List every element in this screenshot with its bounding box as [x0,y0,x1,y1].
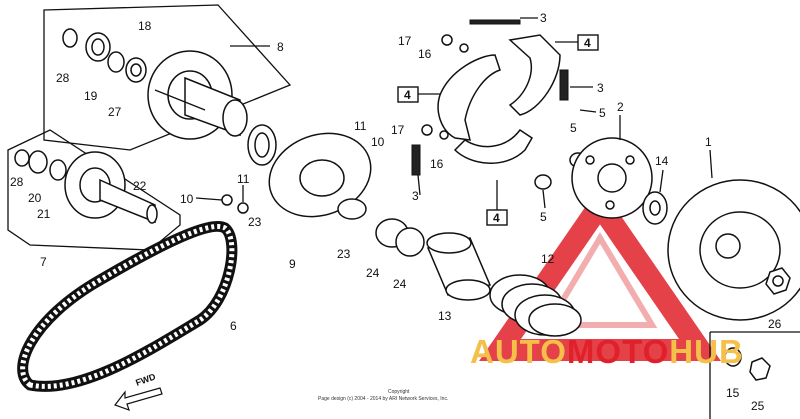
callout-21: 21 [37,207,51,221]
callout-5: 5 [540,210,547,224]
callout-27: 27 [108,105,122,119]
fwd-label: FWD [134,371,157,388]
clutch-outer [667,149,800,321]
callout-11: 11 [354,119,367,133]
inset-bracket [709,331,800,419]
callout-22: 22 [133,179,147,193]
watermark-part-2: MOTO [566,333,670,370]
callout-14: 14 [655,154,669,168]
callout-16: 16 [418,47,432,61]
copyright-notice: Page design (c) 2004 - 2014 by ARI Netwo… [318,396,448,402]
drive-belt [17,221,238,392]
callout-9: 9 [289,257,296,271]
callout-15: 15 [726,386,740,400]
movable-drive-face [247,124,425,257]
callout-8: 8 [277,40,284,54]
callout-23: 23 [248,215,262,229]
callout-2: 2 [617,100,624,114]
callout-24: 24 [366,266,380,280]
small-parts-left [195,185,249,214]
copyright-title: Copyright [388,389,410,395]
callout-28: 28 [56,71,70,85]
callout-6: 6 [230,319,237,333]
callout-18: 18 [138,19,152,33]
washer-14 [642,169,668,225]
clutch-shoes [411,17,597,196]
callout-12: 12 [541,252,555,266]
callout-13: 13 [438,309,452,323]
callout-3: 3 [540,11,547,25]
clutch-plate [571,115,653,219]
callout-17: 17 [391,123,405,137]
watermark-triangle [479,185,721,361]
callout-28: 28 [10,175,24,189]
callout-26: 26 [768,317,782,331]
callout-4: 4 [493,211,500,225]
spring-collar [426,232,582,337]
drive-face-panel [43,4,292,151]
callout-17: 17 [398,34,412,48]
callout-20: 20 [28,191,42,205]
fwd-arrow-icon [114,387,163,411]
callout-3: 3 [412,189,419,203]
callout-10: 10 [371,135,385,149]
callout-4: 4 [584,36,591,50]
watermark-logo: AUTOMOTOHUB [470,333,744,371]
nut-26 [765,267,791,295]
callout-3: 3 [597,81,604,95]
callout-5: 5 [599,106,606,120]
callout-7: 7 [40,255,47,269]
callout-10: 10 [180,192,194,206]
callout-box-4 [397,34,599,226]
callout-19: 19 [84,89,98,103]
drive-pulley-panel [7,129,181,251]
callout-11: 11 [237,172,250,186]
callout-1: 1 [705,135,712,149]
watermark-part-3: HUB [669,333,744,370]
callout-25: 25 [751,399,765,413]
callout-16: 16 [430,157,444,171]
callout-4: 4 [404,88,411,102]
callout-23: 23 [337,247,351,261]
callout-24: 24 [393,277,407,291]
watermark-part-1: AUTO [470,333,567,370]
callout-5: 5 [570,121,577,135]
